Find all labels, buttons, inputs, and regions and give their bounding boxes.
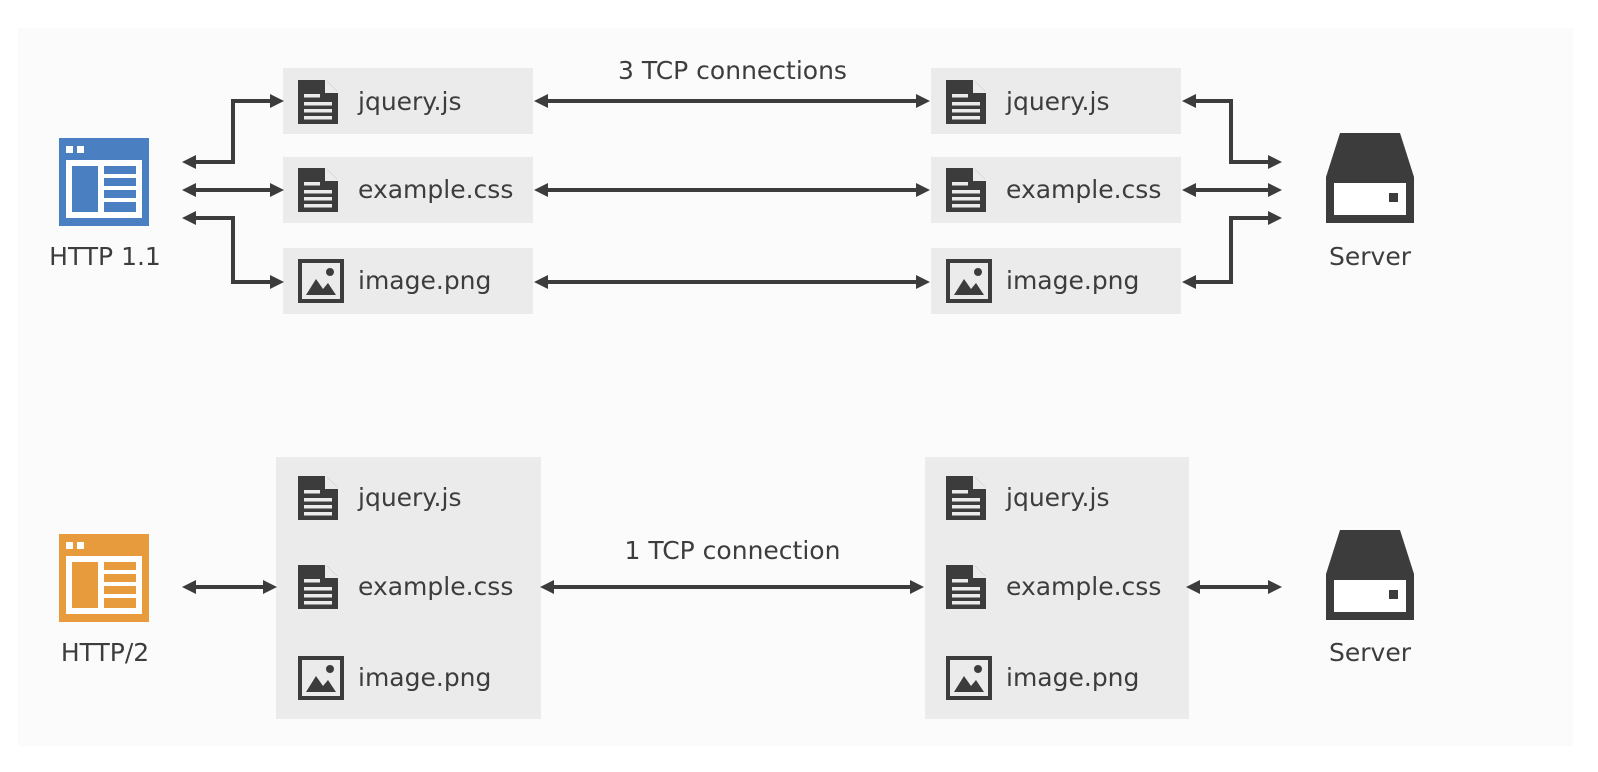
arrow-server-css: [1182, 183, 1282, 197]
file-name: jquery.js: [1006, 87, 1110, 116]
browser-icon: [59, 138, 149, 226]
image-icon: [946, 656, 992, 700]
file-name: jquery.js: [358, 87, 462, 116]
tcp-connection-2: [534, 183, 930, 197]
arrow-server-png: [1182, 211, 1282, 289]
file-name: image.png: [1006, 266, 1140, 295]
file-name: example.css: [1006, 572, 1162, 601]
file-name: example.css: [358, 175, 514, 204]
document-icon: [297, 79, 339, 125]
tcp-connection-single: [540, 580, 924, 594]
client-label: HTTP/2: [60, 638, 150, 667]
server-label: Server: [1329, 242, 1411, 271]
document-icon: [945, 475, 987, 521]
file-name: image.png: [358, 266, 492, 295]
server-icon: [1326, 133, 1414, 223]
file-name: image.png: [1006, 663, 1140, 692]
client-label: HTTP 1.1: [49, 242, 161, 271]
server-label: Server: [1329, 638, 1411, 667]
document-icon: [945, 79, 987, 125]
document-icon: [297, 475, 339, 521]
tcp-connection-3: [534, 275, 930, 289]
browser-icon: [59, 534, 149, 622]
image-icon: [298, 656, 344, 700]
arrow-server-jquery: [1182, 94, 1282, 169]
connection-label: 3 TCP connections: [618, 56, 847, 85]
arrow-server-multiplex: [1186, 580, 1282, 594]
document-icon: [945, 564, 987, 610]
connection-label: 1 TCP connection: [624, 536, 841, 565]
server-icon: [1326, 530, 1414, 620]
file-name: example.css: [358, 572, 514, 601]
arrow-client-jquery: [182, 94, 284, 169]
arrow-client-png: [182, 211, 284, 289]
arrow-client-css: [182, 183, 284, 197]
file-name: jquery.js: [1006, 483, 1110, 512]
arrow-client-multiplex: [182, 580, 277, 594]
document-icon: [945, 167, 987, 213]
file-name: jquery.js: [358, 483, 462, 512]
document-icon: [297, 167, 339, 213]
tcp-connection-1: [534, 94, 930, 108]
image-icon: [298, 259, 344, 303]
document-icon: [297, 564, 339, 610]
file-name: image.png: [358, 663, 492, 692]
file-name: example.css: [1006, 175, 1162, 204]
image-icon: [946, 259, 992, 303]
